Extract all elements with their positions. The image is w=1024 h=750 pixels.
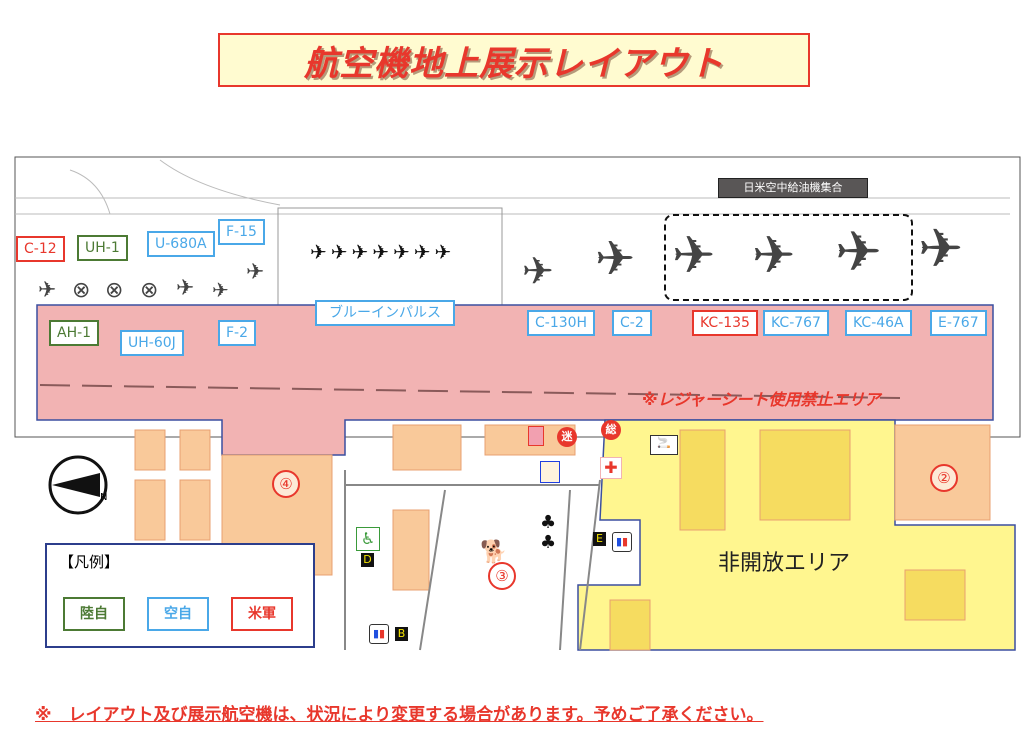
shop-icon <box>540 461 560 483</box>
aircraft-kc767-icon[interactable]: ✈ <box>752 226 796 286</box>
tanker-group-label: 日米空中給油機集合 <box>718 178 868 198</box>
callout-ah1: AH-1 <box>49 320 100 346</box>
dog-icon: 🐕 <box>480 540 508 565</box>
callout-blue-impulse: ブルーインパルス <box>315 300 455 326</box>
aircraft-kc46a-icon[interactable]: ✈ <box>835 220 882 285</box>
aircraft-kc135-icon[interactable]: ✈ <box>672 226 716 286</box>
blue-impulse-aircraft-icons[interactable]: ✈✈✈✈✈✈✈ <box>310 240 456 264</box>
callout-f15: F-15 <box>218 219 265 245</box>
callout-uh1: UH-1 <box>77 235 128 261</box>
aircraft-uh1-icon[interactable]: ⊗ <box>105 278 124 303</box>
smoking-area-icon: 🚬 <box>650 435 678 455</box>
callout-c12: C-12 <box>16 236 65 262</box>
callout-f2: F-2 <box>218 320 257 346</box>
roads <box>344 470 601 651</box>
callout-c130h: C-130H <box>527 310 596 336</box>
no-sheet-zone <box>36 304 994 456</box>
aircraft-c130h-icon[interactable]: ✈ <box>522 249 554 293</box>
callout-uh60j: UH-60J <box>120 330 184 356</box>
svg-text:N: N <box>100 492 107 503</box>
legend-title: 【凡例】 <box>59 553 120 571</box>
callout-kc135: KC-135 <box>692 310 758 336</box>
no-sheet-area-label: ※レジャーシート使用禁止エリア <box>642 390 881 409</box>
callout-u680a: U-680A <box>147 231 215 257</box>
area-3-marker: ③ <box>488 562 516 590</box>
nursing-room-icon <box>528 426 544 446</box>
title-box: 航空機地上展示レイアウト <box>218 33 810 87</box>
aircraft-f2-icon[interactable]: ✈ <box>212 278 229 302</box>
legend: 【凡例】 陸自 空自 米軍 <box>45 543 315 648</box>
tanker-group-outline <box>664 214 913 301</box>
area-4-marker: ④ <box>272 470 300 498</box>
callout-e767: E-767 <box>930 310 987 336</box>
aircraft-c2-icon[interactable]: ✈ <box>595 231 636 287</box>
restroom-b-icon: ▮▮ <box>369 624 389 644</box>
aircraft-c12-icon[interactable]: ✈ <box>38 278 57 303</box>
callout-kc46a: KC-46A <box>845 310 912 336</box>
wheelchair-icon: ♿ <box>356 527 380 551</box>
footer-notice: ※ レイアウト及び展示航空機は、状況により変更する場合があります。予めご了承くだ… <box>35 705 764 725</box>
aircraft-ah1-icon[interactable]: ⊗ <box>72 278 91 303</box>
general-info-marker: 総 <box>601 420 621 440</box>
tree-icons: ♣♣ <box>540 512 557 553</box>
buildings <box>134 424 991 651</box>
legend-item-gsdf: 陸自 <box>63 597 125 631</box>
callout-kc767: KC-767 <box>763 310 829 336</box>
legend-item-us-forces: 米軍 <box>231 597 293 631</box>
area-2-marker: ② <box>930 464 958 492</box>
closed-area-label: 非開放エリア <box>718 551 851 576</box>
facility-e-label: E <box>593 532 606 546</box>
lost-child-marker: 迷 <box>557 427 577 447</box>
facility-b-label: B <box>395 627 408 641</box>
aircraft-u680a-icon[interactable]: ✈ <box>176 276 195 301</box>
facility-d-label: D <box>361 553 374 567</box>
aircraft-e767-icon[interactable]: ✈ <box>918 217 964 280</box>
aircraft-f15-icon[interactable]: ✈ <box>246 260 265 285</box>
legend-item-asdf: 空自 <box>147 597 209 631</box>
restroom-e-icon: ▮▮ <box>612 532 632 552</box>
compass-icon: N <box>48 455 108 515</box>
callout-c2: C-2 <box>612 310 652 336</box>
aircraft-uh60j-icon[interactable]: ⊗ <box>140 278 159 303</box>
page-title: 航空機地上展示レイアウト <box>304 43 724 84</box>
first-aid-icon: ✚ <box>600 457 622 479</box>
